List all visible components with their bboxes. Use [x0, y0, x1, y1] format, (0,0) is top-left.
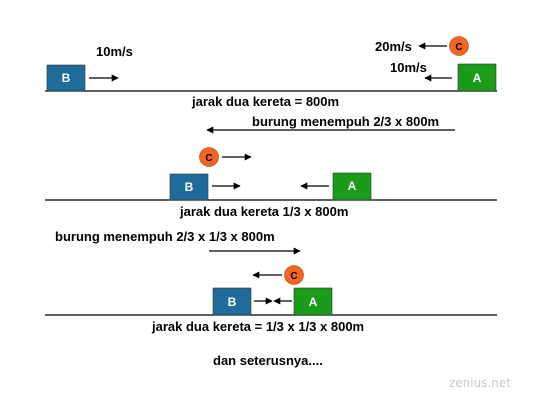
- speed-label-a: 10m/s: [390, 60, 427, 75]
- train-b-box: [169, 173, 209, 201]
- bird-c-1: C: [449, 36, 469, 56]
- train-b-box: [46, 64, 86, 92]
- train-a-box: [332, 172, 372, 201]
- distance-text-1: jarak dua kereta = 800m: [191, 94, 339, 109]
- bird-c-3: C: [284, 265, 304, 285]
- bird-travel-text-2: burung menempuh 2/3 x 1/3 x 800m: [55, 229, 275, 244]
- bird-c-2: C: [199, 147, 219, 167]
- bird-circle: [449, 36, 469, 56]
- train-a-1: A: [457, 63, 497, 92]
- train-a-label: A: [348, 179, 357, 193]
- bird-travel-text-1: burung menempuh 2/3 x 800m: [252, 114, 439, 129]
- train-a-label: A: [309, 295, 318, 309]
- bird-label: C: [205, 153, 212, 164]
- continuation-text: dan seterusnya....: [213, 353, 323, 368]
- train-a-label: A: [473, 71, 482, 85]
- train-b-label: B: [185, 180, 194, 194]
- speed-label-b: 10m/s: [96, 44, 133, 59]
- bird-label: C: [455, 42, 462, 53]
- train-b-label: B: [228, 295, 237, 309]
- train-a-2: A: [332, 172, 372, 201]
- train-a-box: [293, 287, 333, 316]
- train-b-box: [212, 287, 252, 316]
- watermark: zenius.net: [449, 376, 511, 390]
- bird-circle: [284, 265, 304, 285]
- distance-text-3: jarak dua kereta = 1/3 x 1/3 x 800m: [151, 319, 364, 334]
- train-b-1: B: [46, 64, 86, 92]
- train-a-3: A: [293, 287, 333, 316]
- bird-label: C: [290, 271, 297, 282]
- speed-label-c: 20m/s: [375, 39, 412, 54]
- train-b-3: B: [212, 287, 252, 316]
- train-b-2: B: [169, 173, 209, 201]
- distance-text-2: jarak dua kereta 1/3 x 800m: [179, 204, 348, 219]
- bird-circle: [199, 147, 219, 167]
- train-b-label: B: [62, 71, 71, 85]
- train-a-box: [457, 63, 497, 92]
